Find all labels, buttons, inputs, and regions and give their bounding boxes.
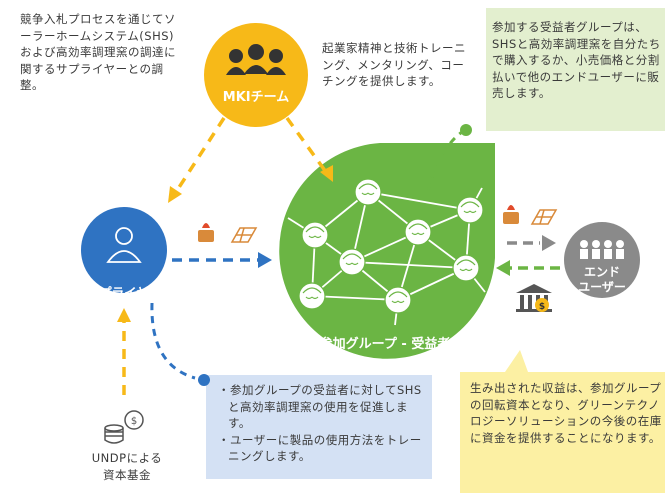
beneficiary-face-icon (404, 218, 432, 246)
revenue-note: 生み出された収益は、参加グループの回転資本となり、グリーンテクノロジーソリューシ… (470, 381, 662, 445)
group-label: 参加グループ - 受益者 (319, 337, 451, 352)
note-green-background (486, 8, 665, 131)
beneficiary-group-blob (279, 143, 495, 359)
mki-team-circle (204, 23, 308, 127)
beneficiary-face-icon (452, 254, 480, 282)
mki-arrows (122, 116, 328, 395)
end-user-label: エンド ユーザー (578, 265, 626, 294)
beneficiary-face-icon (354, 178, 382, 206)
note-blue-background (206, 375, 432, 479)
beneficiary-face-icon (338, 248, 366, 276)
gray-arrowhead (542, 235, 556, 251)
stove-icon (503, 205, 519, 224)
connector-dot-blue (198, 374, 210, 386)
group-purchase-note: 参加する受益者グループは、SHSと高効率調理窯を自分たちで購入するか、小売価格と… (492, 20, 661, 100)
supplier-coordination-text: 競争入札プロセスを通じてソーラーホームシステム(SHS)および高効率調理窯の調達… (20, 12, 176, 92)
promotion-note: ・参加グループの受益者に対してSHSと高効率調理窯の使用を促進します。 ・ユーザ… (218, 382, 426, 465)
team-icon (226, 44, 286, 75)
svg-text:$: $ (539, 302, 545, 312)
promotion-note-item: ・参加グループの受益者に対してSHSと高効率調理窯の使用を促進します。 (218, 383, 422, 430)
supplier-note-connector (150, 302, 196, 380)
note-yellow-background (460, 350, 665, 493)
promotion-note-item: ・ユーザーに製品の使用方法をトレーニングします。 (218, 432, 422, 464)
supplier-person-icon (106, 227, 142, 263)
connector-dot-green (460, 124, 472, 136)
beneficiary-face-icon (301, 221, 329, 249)
supplier-label: サプライヤー (86, 285, 162, 300)
beneficiary-face-icon (384, 286, 412, 314)
green-arrowhead (496, 260, 510, 276)
blue-arrowhead (258, 252, 272, 268)
coins-icon: $ (104, 410, 144, 444)
yellow-arrowheads (117, 165, 333, 322)
beneficiary-face-icon (456, 196, 484, 224)
bank-icon: $ (516, 284, 552, 312)
supplier-circle (81, 207, 167, 293)
stove-icon (198, 223, 214, 242)
beneficiary-face-icons (298, 178, 484, 314)
solar-panel-icon (230, 227, 258, 243)
end-users-icon (580, 240, 624, 259)
mki-training-text: 起業家精神と技術トレーニング、メンタリング、コーチングを提供します。 (322, 41, 466, 88)
beneficiary-face-icon (298, 282, 326, 310)
svg-text:$: $ (131, 416, 137, 427)
solar-panel-icon (530, 209, 558, 225)
mki-team-label: MKIチーム (222, 90, 290, 105)
undp-fund-label: UNDPによる 資本基金 (91, 451, 163, 482)
